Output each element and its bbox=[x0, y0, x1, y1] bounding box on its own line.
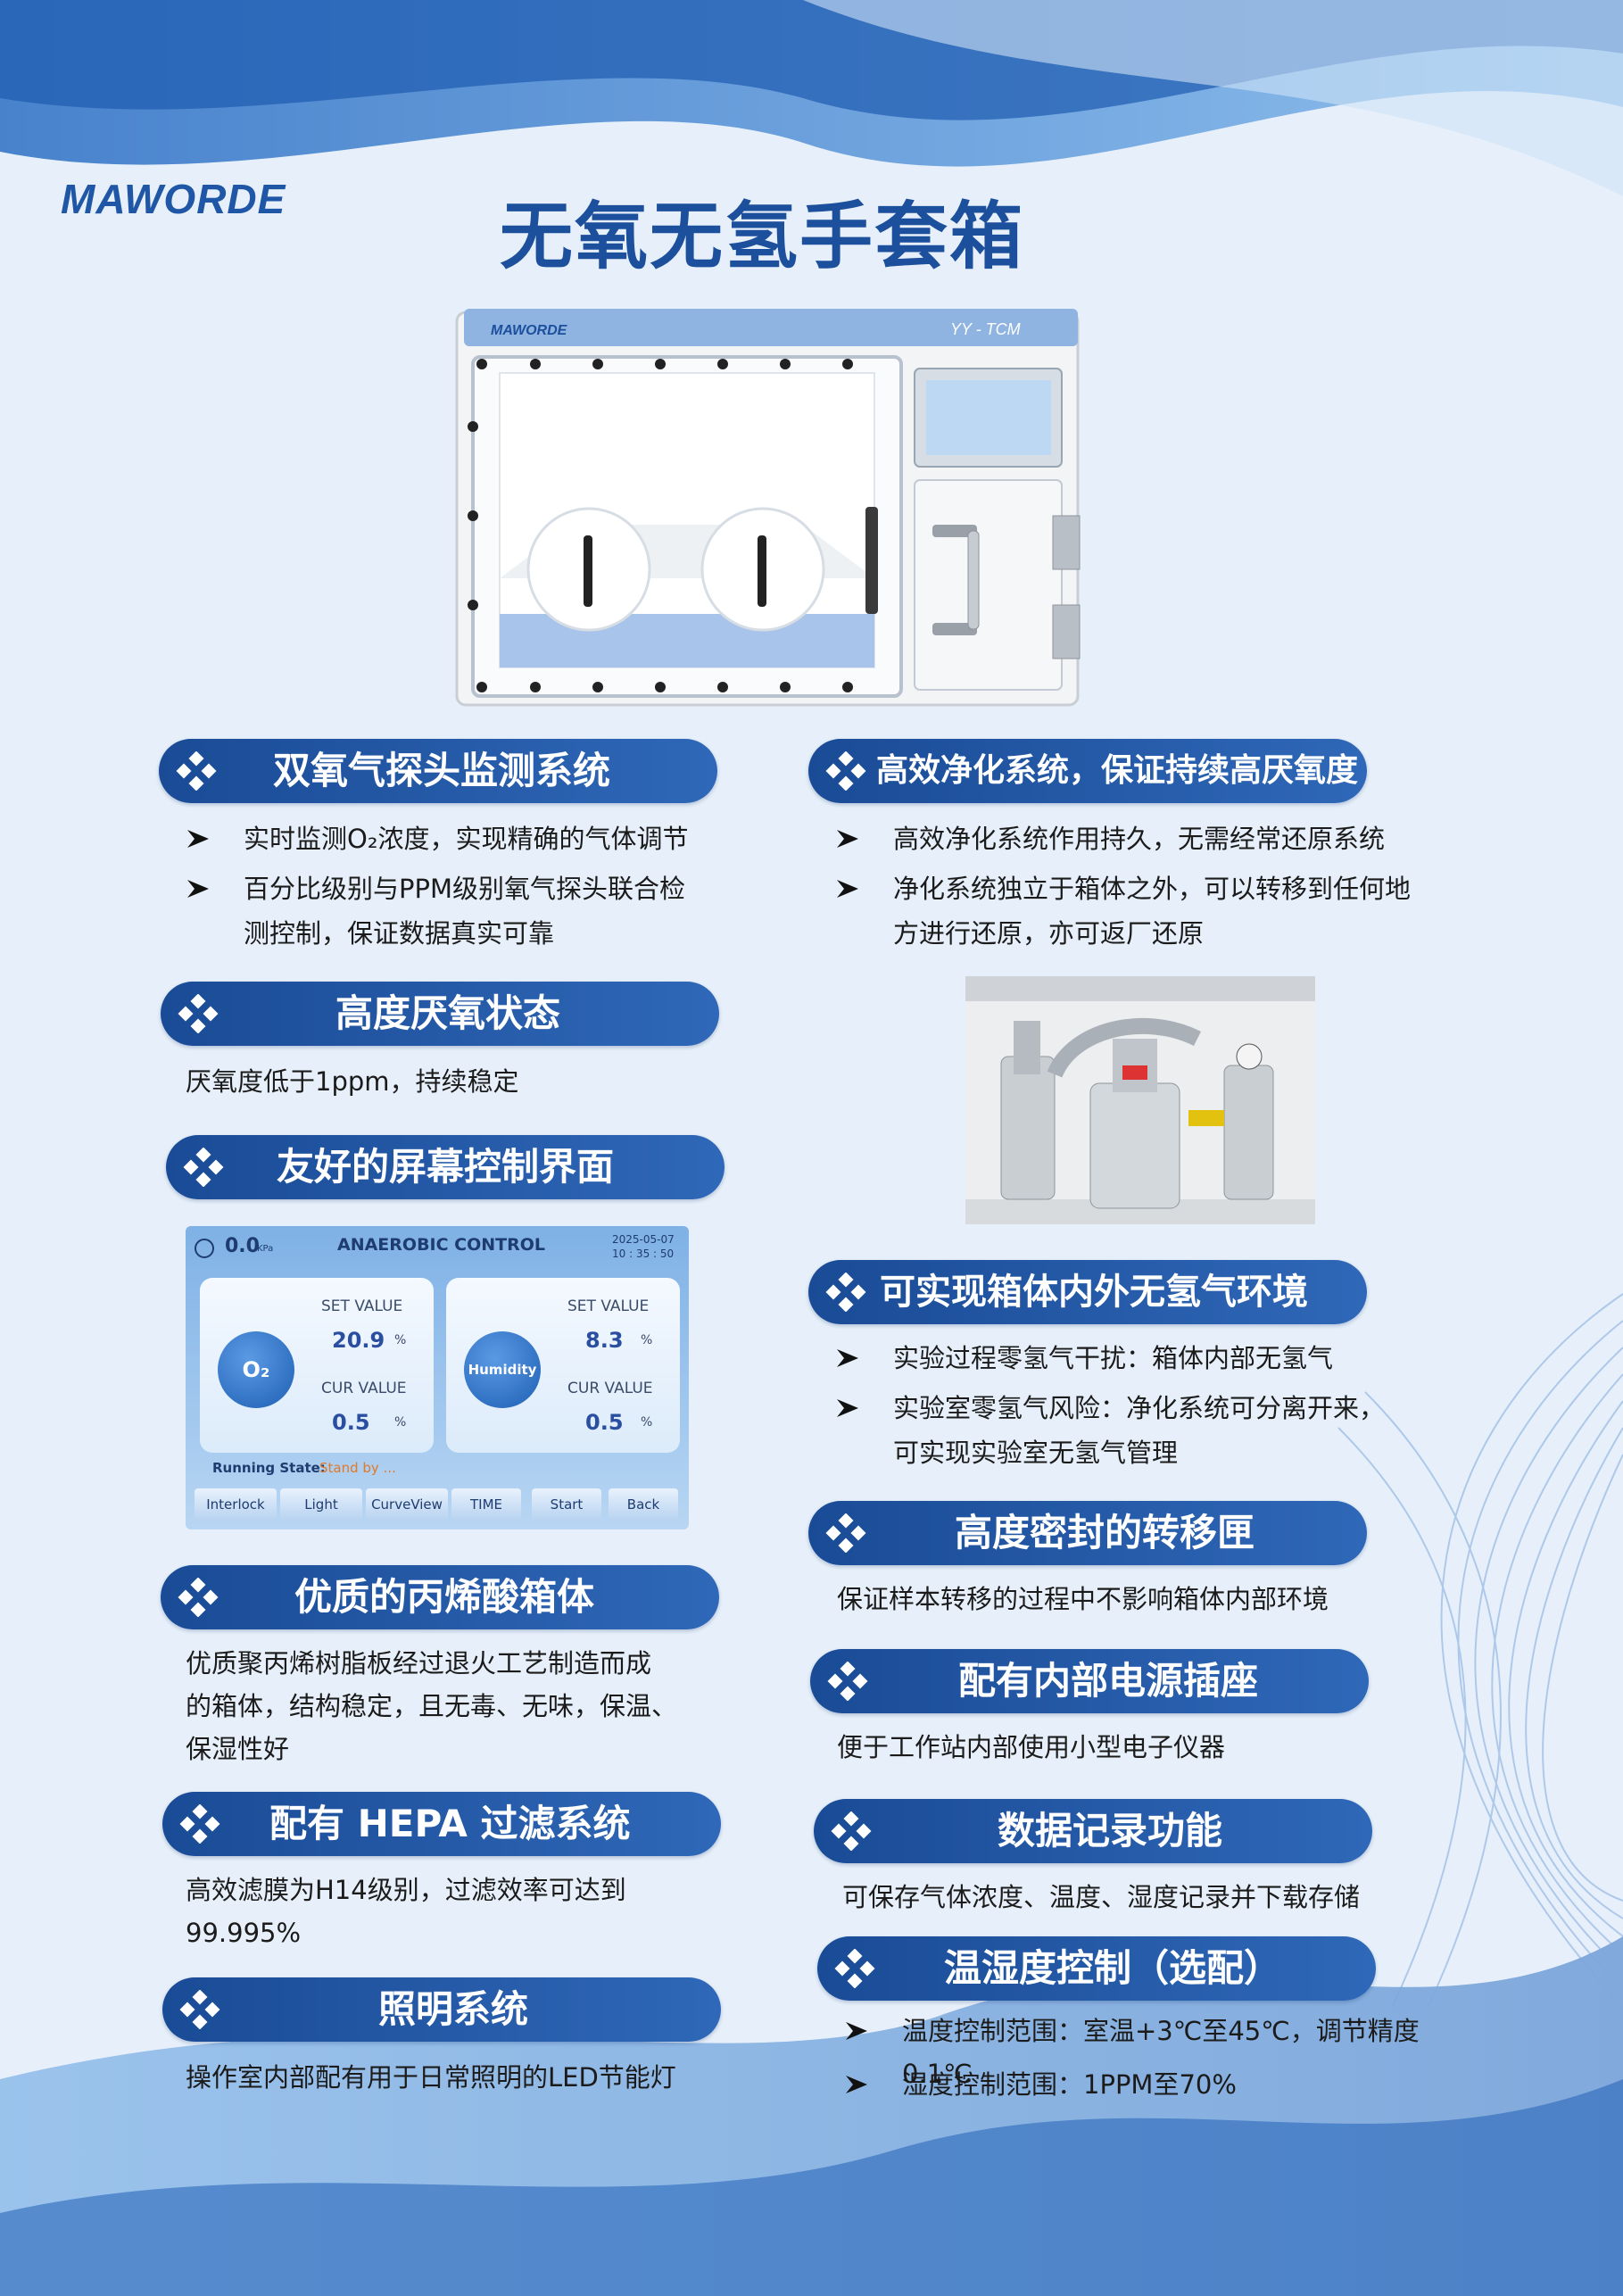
diamond-cluster-icon bbox=[179, 1804, 220, 1844]
screen-time: 10 : 35 : 50 bbox=[612, 1247, 675, 1260]
section-text-line: 保湿性好 bbox=[186, 1734, 290, 1764]
bullet-continuation: 方进行还原，亦可返厂还原 bbox=[893, 918, 1205, 949]
running-state-label: Running State: bbox=[212, 1460, 326, 1476]
section-header-hydrogen-free: 可实现箱体内外无氢气环境 bbox=[808, 1260, 1367, 1324]
section-text-line: 的箱体，结构稳定，且无毒、无味，保温、 bbox=[186, 1691, 678, 1721]
interlock-button[interactable]: Interlock bbox=[195, 1488, 277, 1521]
glovebox-product-image: MAWORDE YY - TCM bbox=[455, 309, 1081, 707]
o2-cur-value: 0.5 bbox=[332, 1410, 370, 1435]
humidity-cur-value: 0.5 bbox=[585, 1410, 624, 1435]
back-button[interactable]: Back bbox=[609, 1488, 678, 1521]
bullet-item: 湿度控制范围：1PPM至70% bbox=[844, 2063, 1486, 2106]
purification-system-image bbox=[965, 976, 1315, 1224]
section-title: 温湿度控制（选配） bbox=[944, 1946, 1282, 1990]
o2-panel: O₂ SET VALUE 20.9 % CUR VALUE 0.5 % bbox=[200, 1278, 434, 1453]
running-state-value: Stand by ... bbox=[319, 1460, 396, 1476]
section-header-transfer-chamber: 高度密封的转移匣 bbox=[808, 1501, 1367, 1565]
humidity-panel: Humidity SET VALUE 8.3 % CUR VALUE 0.5 % bbox=[446, 1278, 680, 1453]
section-text-line: 优质聚丙烯树脂板经过退火工艺制造而成 bbox=[186, 1648, 652, 1678]
section-header-lighting: 照明系统 bbox=[162, 1977, 721, 2042]
bullet-item: 净化系统独立于箱体之外，可以转移到任何地 bbox=[835, 867, 1460, 910]
control-screen-image: 0.0 KPa ANAEROBIC CONTROL 2025-05-07 10 … bbox=[186, 1226, 689, 1529]
humidity-badge: Humidity bbox=[464, 1331, 541, 1408]
diamond-cluster-icon bbox=[183, 1148, 224, 1187]
curveview-button[interactable]: CurveView bbox=[366, 1488, 448, 1521]
arrow-bullet-icon bbox=[187, 880, 209, 898]
bullet-item: 百分比级别与PPM级别氧气探头联合检 bbox=[186, 867, 739, 910]
section-title: 高度密封的转移匣 bbox=[955, 1511, 1255, 1554]
section-title: 双氧气探头监测系统 bbox=[273, 749, 611, 792]
section-header-anaerobic-state: 高度厌氧状态 bbox=[161, 982, 719, 1046]
bullet-item: 实验过程零氢气干扰：箱体内部无氢气 bbox=[835, 1337, 1460, 1380]
diamond-cluster-icon bbox=[178, 994, 219, 1033]
bullet-item: 高效净化系统作用持久，无需经常还原系统 bbox=[835, 817, 1460, 860]
brand-logo: MAWORDE bbox=[61, 176, 286, 222]
arrow-bullet-icon bbox=[837, 1349, 858, 1367]
bullet-item: 实验室零氢气风险：净化系统可分离开来， bbox=[835, 1387, 1460, 1430]
section-title: 配有内部电源插座 bbox=[958, 1659, 1259, 1703]
section-text-line: 99.995% bbox=[186, 1918, 302, 1948]
arrow-bullet-icon bbox=[846, 2076, 867, 2093]
diamond-cluster-icon bbox=[176, 751, 217, 791]
section-title: 优质的丙烯酸箱体 bbox=[294, 1575, 595, 1619]
section-header-data-logging: 数据记录功能 bbox=[814, 1799, 1372, 1863]
section-title: 数据记录功能 bbox=[998, 1809, 1223, 1853]
page-title: 无氧无氢手套箱 bbox=[500, 195, 1025, 279]
diamond-cluster-icon bbox=[179, 1990, 220, 2029]
humidity-set-value: 8.3 bbox=[585, 1328, 624, 1353]
diamond-cluster-icon bbox=[825, 1513, 866, 1553]
light-button[interactable]: Light bbox=[280, 1488, 362, 1521]
product-brand-plate: MAWORDE bbox=[491, 323, 568, 338]
arrow-bullet-icon bbox=[837, 830, 858, 848]
bullet-item: 实时监测O₂浓度，实现精确的气体调节 bbox=[186, 817, 739, 860]
o2-badge: O₂ bbox=[218, 1331, 294, 1408]
product-model-label: YY - TCM bbox=[950, 320, 1021, 338]
section-text-line: 高效滤膜为H14级别，过滤效率可达到 bbox=[186, 1875, 626, 1905]
section-title: 高度厌氧状态 bbox=[335, 991, 561, 1035]
section-title: 高效净化系统，保证持续高厌氧度 bbox=[876, 752, 1359, 789]
bullet-item: 温度控制范围：室温+3℃至45℃，调节精度0.1℃ bbox=[844, 2010, 1486, 2089]
pressure-value: 0.0 bbox=[225, 1235, 260, 1257]
section-text: 可保存气体浓度、温度、湿度记录并下载存储 bbox=[842, 1882, 1361, 1912]
section-title: 照明系统 bbox=[378, 1987, 529, 2031]
arrow-bullet-icon bbox=[837, 880, 858, 898]
screen-date: 2025-05-07 bbox=[612, 1233, 675, 1246]
arrow-bullet-icon bbox=[187, 830, 209, 848]
section-text: 操作室内部配有用于日常照明的LED节能灯 bbox=[186, 2062, 676, 2093]
section-header-temp-humidity: 温湿度控制（选配） bbox=[817, 1936, 1376, 2001]
diamond-cluster-icon bbox=[831, 1811, 872, 1851]
diamond-cluster-icon bbox=[825, 1272, 866, 1312]
section-header-acrylic-box: 优质的丙烯酸箱体 bbox=[161, 1565, 719, 1629]
section-header-purification: 高效净化系统，保证持续高厌氧度 bbox=[808, 739, 1367, 803]
gauge-icon bbox=[195, 1239, 214, 1258]
section-header-screen-interface: 友好的屏幕控制界面 bbox=[166, 1135, 725, 1199]
start-button[interactable]: Start bbox=[532, 1488, 601, 1521]
section-header-power-socket: 配有内部电源插座 bbox=[810, 1649, 1369, 1713]
section-text: 厌氧度低于1ppm，持续稳定 bbox=[186, 1066, 519, 1097]
time-button[interactable]: TIME bbox=[451, 1488, 521, 1521]
screen-title: ANAEROBIC CONTROL bbox=[337, 1235, 546, 1255]
section-header-hepa: 配有 HEPA 过滤系统 bbox=[162, 1792, 721, 1856]
diamond-cluster-icon bbox=[825, 751, 866, 791]
o2-set-value: 20.9 bbox=[332, 1328, 385, 1353]
bullet-continuation: 测控制，保证数据真实可靠 bbox=[244, 918, 555, 949]
section-title: 友好的屏幕控制界面 bbox=[277, 1145, 615, 1189]
arrow-bullet-icon bbox=[846, 2022, 867, 2040]
section-text: 便于工作站内部使用小型电子仪器 bbox=[837, 1732, 1226, 1762]
pressure-unit: KPa bbox=[257, 1244, 274, 1254]
arrow-bullet-icon bbox=[837, 1399, 858, 1417]
bullet-continuation: 可实现实验室无氢气管理 bbox=[893, 1438, 1179, 1468]
section-title: 可实现箱体内外无氢气环境 bbox=[880, 1272, 1308, 1313]
diamond-cluster-icon bbox=[827, 1662, 868, 1701]
diamond-cluster-icon bbox=[834, 1949, 875, 1988]
section-header-dual-oxygen: 双氧气探头监测系统 bbox=[159, 739, 717, 803]
diamond-cluster-icon bbox=[178, 1578, 219, 1617]
section-text: 保证样本转移的过程中不影响箱体内部环境 bbox=[837, 1584, 1329, 1614]
section-title: 配有 HEPA 过滤系统 bbox=[269, 1802, 631, 1845]
